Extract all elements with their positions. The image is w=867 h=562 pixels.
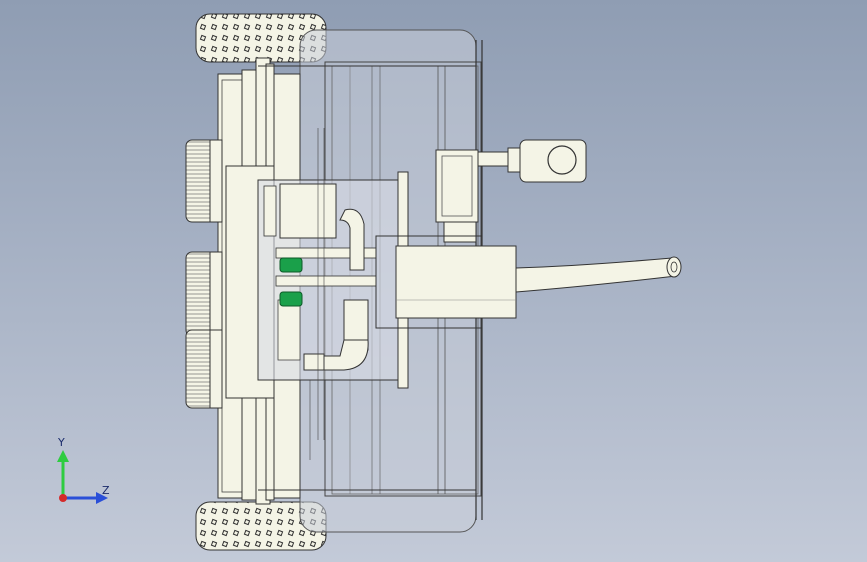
y-axis-head-icon xyxy=(57,450,69,462)
z-axis-head-icon xyxy=(96,492,108,504)
lower-gear-b[interactable] xyxy=(185,329,223,409)
x-axis-origin-icon xyxy=(59,494,67,502)
view-orientation-triad[interactable]: Y Z xyxy=(48,436,118,510)
servo-motor[interactable] xyxy=(435,149,479,243)
upper-gear[interactable] xyxy=(185,139,223,223)
pipe-assembly[interactable] xyxy=(303,208,369,371)
lower-gear-a[interactable] xyxy=(185,251,223,337)
support-rods xyxy=(258,65,476,491)
y-axis-label: Y xyxy=(58,436,65,449)
tool-mount[interactable] xyxy=(375,235,517,329)
green-connectors[interactable] xyxy=(279,257,303,307)
arm-bracket[interactable] xyxy=(477,139,587,183)
z-axis-label: Z xyxy=(102,484,110,497)
hose[interactable] xyxy=(515,256,682,293)
